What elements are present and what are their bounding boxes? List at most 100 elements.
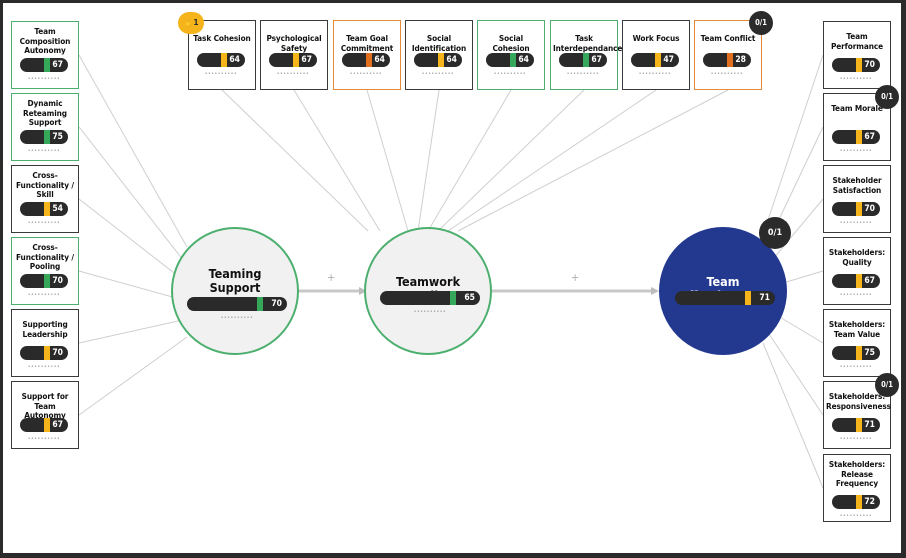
metric-title: Team Conflict bbox=[700, 33, 756, 43]
rating-dots: •••••••••• bbox=[349, 71, 383, 77]
score-bar: 65 bbox=[380, 291, 480, 305]
score-bar: 47 bbox=[631, 53, 679, 67]
score-bar: 70 bbox=[20, 346, 68, 360]
rating-dots: •••••••••• bbox=[27, 76, 61, 82]
score-bar: 54 bbox=[20, 202, 68, 216]
score-bar: 70 bbox=[20, 274, 68, 288]
metric-title: Cross- Functionality / Pooling bbox=[16, 242, 74, 272]
rating-dots: •••••••••• bbox=[839, 436, 873, 442]
score-marker bbox=[856, 274, 862, 288]
score-marker bbox=[44, 418, 50, 432]
metric-card[interactable]: Cross- Functionality / Skill 54 •••••••••• bbox=[11, 165, 79, 233]
connector-line bbox=[293, 89, 381, 232]
score-value: 65 bbox=[464, 293, 475, 303]
connector-line bbox=[417, 89, 440, 232]
feedback-badge-effectiveness[interactable]: 0/1 bbox=[759, 217, 791, 249]
plus-sign: + bbox=[327, 271, 336, 284]
score-marker bbox=[366, 53, 372, 67]
score-value: 64 bbox=[374, 55, 385, 65]
score-bar: 75 bbox=[832, 346, 880, 360]
metric-card[interactable]: Social Cohesion 64 •••••••••• bbox=[477, 20, 545, 90]
connector-line bbox=[457, 89, 729, 232]
score-value: 64 bbox=[518, 55, 529, 65]
metric-title: Team Composition Autonomy bbox=[19, 26, 71, 56]
rating-dots: •••••••••• bbox=[27, 364, 61, 370]
metric-title: Team Goal Commitment bbox=[340, 33, 394, 53]
connector-line bbox=[78, 318, 188, 344]
score-value: 28 bbox=[735, 55, 746, 65]
rating-dots: •••••••••• bbox=[839, 76, 873, 82]
connector-line bbox=[762, 54, 824, 236]
score-bar: 70 bbox=[187, 297, 287, 311]
metric-title: Supporting Leadership bbox=[22, 319, 68, 339]
metric-card[interactable]: Supporting Leadership 70 •••••••••• bbox=[11, 309, 79, 377]
score-marker bbox=[450, 291, 456, 305]
score-marker bbox=[44, 202, 50, 216]
connector-line bbox=[366, 89, 409, 232]
metric-card[interactable]: Team Goal Commitment 64 •••••••••• bbox=[333, 20, 401, 90]
score-bar: 64 bbox=[486, 53, 534, 67]
score-value: 72 bbox=[864, 497, 875, 507]
metric-title: Cross- Functionality / Skill bbox=[16, 170, 74, 200]
feedback-badge-responsiveness[interactable]: 0/1 bbox=[875, 373, 899, 397]
score-bar: 67 bbox=[559, 53, 607, 67]
rating-dots: •••••••••• bbox=[839, 364, 873, 370]
metric-title: Task Cohesion bbox=[193, 33, 251, 43]
metric-title: Social Cohesion bbox=[492, 33, 530, 53]
connector-line bbox=[78, 336, 188, 416]
metric-title: Task Interdependance bbox=[553, 33, 623, 53]
connector-line bbox=[78, 126, 188, 266]
score-value: 75 bbox=[52, 132, 63, 142]
score-value: 67 bbox=[52, 420, 63, 430]
score-marker bbox=[856, 58, 862, 72]
score-bar: 67 bbox=[832, 130, 880, 144]
construct-node[interactable]: Teaming Support Structures70•••••••••• bbox=[171, 227, 299, 355]
score-value: 70 bbox=[864, 204, 875, 214]
rating-dots: •••••••••• bbox=[839, 148, 873, 154]
metric-title: Social Identification bbox=[411, 33, 467, 53]
score-value: 70 bbox=[864, 60, 875, 70]
score-value: 67 bbox=[864, 132, 875, 142]
feedback-badge-team-conflict[interactable]: 0/1 bbox=[749, 11, 773, 35]
notification-badge-task-cohesion[interactable]: ✋1 bbox=[178, 12, 204, 34]
rating-dots: •••••••••• bbox=[421, 71, 455, 77]
rating-dots: •••••••••• bbox=[276, 71, 310, 77]
rating-dots: •••••••••• bbox=[493, 71, 527, 77]
metric-title: Stakeholders: Quality bbox=[828, 247, 886, 267]
score-value: 70 bbox=[271, 299, 282, 309]
metric-title: Stakeholder Satisfaction bbox=[832, 175, 882, 195]
score-value: 70 bbox=[52, 276, 63, 286]
rating-dots: •••••••••• bbox=[27, 220, 61, 226]
score-value: 47 bbox=[663, 55, 674, 65]
score-value: 64 bbox=[229, 55, 240, 65]
connector-line bbox=[762, 342, 824, 489]
rating-dots: •••••••••• bbox=[413, 309, 447, 315]
construct-node[interactable]: Teamwork Quality65•••••••••• bbox=[364, 227, 492, 355]
connector-line bbox=[447, 89, 657, 232]
metric-title: Psychological Safety bbox=[266, 33, 322, 53]
construct-node[interactable]: Team Effectiveness71 bbox=[659, 227, 787, 355]
score-marker bbox=[745, 291, 751, 305]
score-marker bbox=[856, 130, 862, 144]
metric-title: Stakeholders: Release Frequency bbox=[828, 459, 886, 489]
score-bar: 64 bbox=[414, 53, 462, 67]
score-bar: 64 bbox=[342, 53, 390, 67]
score-marker bbox=[856, 346, 862, 360]
feedback-badge-team-morale[interactable]: 0/1 bbox=[875, 85, 899, 109]
